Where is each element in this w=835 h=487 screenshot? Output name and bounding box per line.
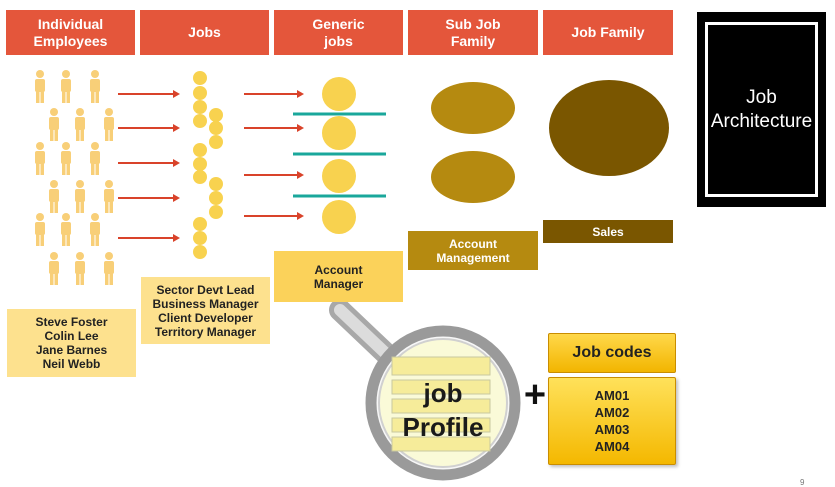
arrow-head: [297, 90, 304, 98]
job-dot: [209, 177, 223, 191]
arrow-head: [173, 234, 180, 242]
magnifier-icon: [329, 299, 521, 481]
sub-family-text: Account Management: [436, 236, 510, 265]
job-dot: [209, 121, 223, 135]
job-dot: [209, 191, 223, 205]
generic-job-text: Account Manager: [313, 262, 364, 291]
sub-family-ellipse-1: [431, 82, 515, 134]
arrow-head: [173, 159, 180, 167]
person-icon: [104, 108, 114, 141]
generic-job-circle: [322, 77, 356, 111]
sub-family-ellipse-2: [431, 151, 515, 203]
arrow-head: [173, 124, 180, 132]
arrow-head: [297, 212, 304, 220]
person-icon: [61, 213, 71, 246]
person-icon: [90, 142, 100, 175]
job-architecture-box: Job Architecture: [697, 12, 826, 207]
job-code: AM03: [594, 422, 630, 437]
job-codes-header: Job codes: [548, 333, 676, 373]
job-profile-label: job Profile: [388, 376, 498, 444]
arrow-head: [297, 171, 304, 179]
arrows-employees-to-jobs: [118, 90, 180, 242]
arrow-head: [297, 124, 304, 132]
job-dot: [193, 157, 207, 171]
header-label: Generic jobs: [312, 15, 365, 49]
job-family-box: Sales: [543, 220, 673, 243]
person-icon: [35, 142, 45, 175]
job-family-ellipse: [549, 80, 669, 176]
job-dot: [193, 231, 207, 245]
employees-names-box: Steve Foster Colin Lee Jane Barnes Neil …: [7, 309, 136, 377]
job-dot: [193, 86, 207, 100]
job-dot: [209, 108, 223, 122]
job-dot: [209, 205, 223, 219]
person-icon: [90, 70, 100, 103]
job-dot: [193, 114, 207, 128]
employees-names-text: Steve Foster Colin Lee Jane Barnes Neil …: [35, 315, 108, 371]
person-icon: [61, 70, 71, 103]
jobs-titles-box: Sector Devt Lead Business Manager Client…: [141, 277, 270, 344]
generic-job-circle: [322, 116, 356, 150]
job-code: AM01: [594, 388, 630, 403]
header-sub-job-family: Sub Job Family: [408, 10, 538, 55]
job-code: AM02: [594, 405, 630, 420]
arrow-head: [173, 90, 180, 98]
job-architecture-label: Job Architecture: [710, 86, 813, 132]
job-architecture-frame: Job Architecture: [705, 22, 818, 197]
job-dot: [193, 71, 207, 85]
employee-icons-group: [35, 70, 114, 285]
person-icon: [104, 180, 114, 213]
job-dot: [193, 143, 207, 157]
jobs-titles-text: Sector Devt Lead Business Manager Client…: [152, 282, 259, 339]
person-icon: [49, 252, 59, 285]
generic-job-circle: [322, 159, 356, 193]
person-icon: [75, 180, 85, 213]
person-icon: [90, 213, 100, 246]
person-icon: [75, 108, 85, 141]
sub-family-box: Account Management: [408, 231, 538, 270]
person-icon: [49, 108, 59, 141]
person-icon: [49, 180, 59, 213]
job-profile-text: job Profile: [402, 378, 484, 442]
job-family-text: Sales: [592, 224, 624, 239]
arrow-head: [173, 194, 180, 202]
job-codes-title: Job codes: [572, 344, 652, 361]
job-dot: [193, 170, 207, 184]
header-individual-employees: Individual Employees: [6, 10, 135, 55]
header-label: Individual Employees: [33, 15, 108, 49]
page-number: 9: [800, 478, 805, 487]
person-icon: [61, 142, 71, 175]
generic-job-box: Account Manager: [274, 251, 403, 302]
header-label: Jobs: [188, 24, 221, 40]
person-icon: [75, 252, 85, 285]
person-icon: [35, 70, 45, 103]
job-dot: [193, 217, 207, 231]
job-dot: [193, 100, 207, 114]
header-jobs: Jobs: [140, 10, 269, 55]
header-label: Job Family: [571, 24, 645, 40]
person-icon: [35, 213, 45, 246]
job-dots-group: [193, 71, 223, 259]
job-dot: [209, 135, 223, 149]
header-job-family: Job Family: [543, 10, 673, 55]
generic-job-circle: [322, 200, 356, 234]
header-generic-jobs: Generic jobs: [274, 10, 403, 55]
plus-sign: +: [523, 374, 547, 416]
arrows-jobs-to-generic: [244, 90, 304, 220]
job-code: AM04: [594, 439, 630, 454]
header-label: Sub Job Family: [445, 15, 501, 49]
job-dot: [193, 245, 207, 259]
generic-job-circles: [293, 77, 386, 234]
job-codes-list: AM01 AM02 AM03 AM04: [548, 377, 676, 465]
person-icon: [104, 252, 114, 285]
